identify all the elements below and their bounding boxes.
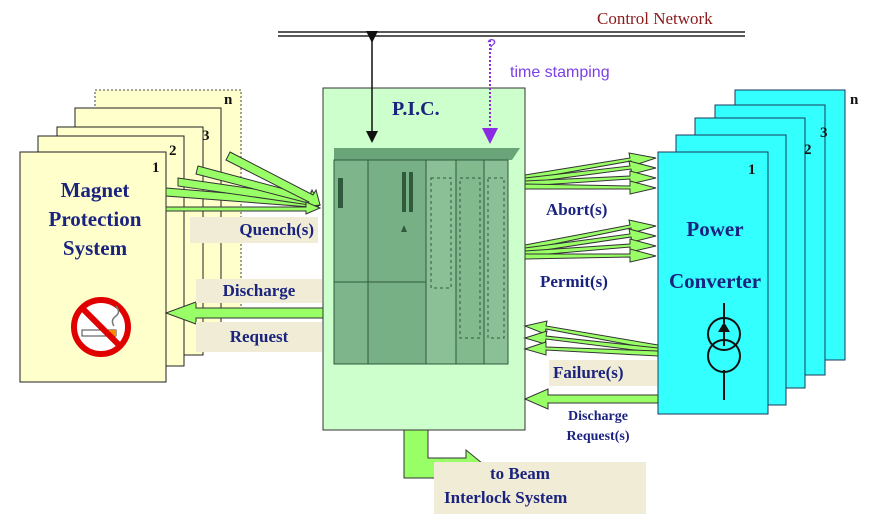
converter-title-line-2: Converter xyxy=(668,269,762,293)
beam-interlock-line-2: Interlock System xyxy=(444,488,568,507)
control-network-bus xyxy=(278,31,745,37)
abort-arrows xyxy=(524,152,657,195)
power-converter-stack xyxy=(657,89,846,415)
beam-interlock-line-1: to Beam xyxy=(490,464,550,483)
plc-rack-icon xyxy=(333,148,520,365)
plc-title: P.I.C. xyxy=(392,98,440,120)
quench-arrows xyxy=(165,151,322,215)
beam-interlock-label: to Beam Interlock System xyxy=(434,462,646,514)
converter-stack-number-3: 3 xyxy=(820,125,828,141)
no-smoking-icon xyxy=(71,297,131,357)
discharge-label: Discharge xyxy=(196,279,322,303)
magnet-title-line-1: Magnet xyxy=(60,178,130,202)
magnet-stack-number-2: 2 xyxy=(169,143,177,159)
magnet-protection-title: Magnet Protection System xyxy=(30,176,160,263)
magnet-title-line-3: System xyxy=(62,236,128,260)
converter-title-line-1: Power xyxy=(686,217,744,241)
discharge-request-arrow xyxy=(164,301,324,325)
converter-stack-number-1: 1 xyxy=(748,162,756,178)
control-network-label: Control Network xyxy=(597,9,713,28)
converter-discharge-line-2: Request(s) xyxy=(566,429,630,444)
converter-discharge-line-1: Discharge xyxy=(568,409,628,424)
magnet-stack-number-3: 3 xyxy=(202,128,210,144)
permit-arrows xyxy=(524,219,657,263)
converter-stack-number-2: 2 xyxy=(804,142,812,158)
time-stamping-label: time stamping xyxy=(510,64,610,81)
failures-label: Failure(s) xyxy=(549,360,657,386)
current-source-icon xyxy=(707,303,741,400)
request-label: Request xyxy=(196,322,322,352)
converter-stack-number-n: n xyxy=(850,92,859,108)
aborts-label: Abort(s) xyxy=(546,200,608,219)
quench-label: Quench(s) xyxy=(190,217,318,243)
magnet-title-line-2: Protection xyxy=(48,207,142,231)
power-converter-title: Power Converter xyxy=(660,203,770,307)
magnet-stack-number-1: 1 xyxy=(152,160,160,176)
converter-discharge-request-arrow xyxy=(523,388,659,410)
permits-label: Permit(s) xyxy=(540,272,608,291)
failure-arrows xyxy=(523,320,659,357)
converter-discharge-request-label: Discharge Request(s) xyxy=(548,407,648,447)
magnet-stack-number-n: n xyxy=(224,92,233,108)
question-mark: ? xyxy=(487,37,496,54)
